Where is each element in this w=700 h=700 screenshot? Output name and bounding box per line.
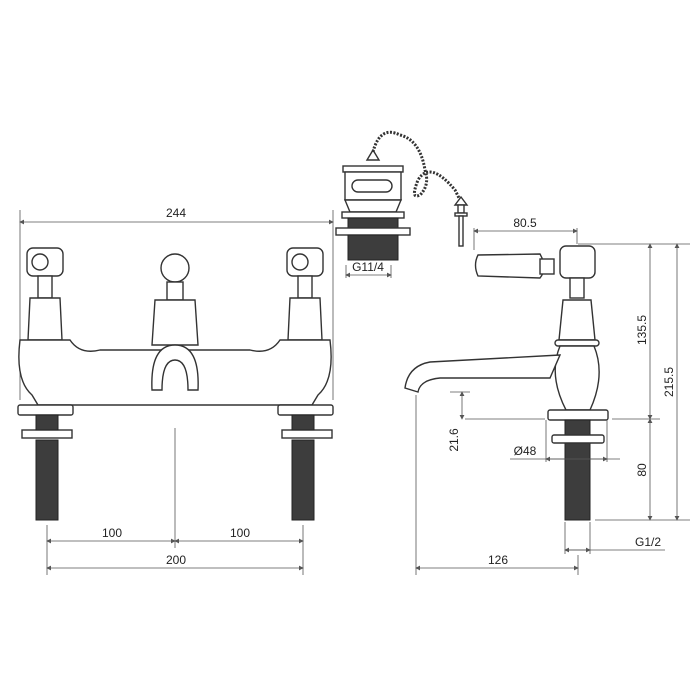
basin-tap: 80.5 135.5 215.5 80 21.6 Ø48 G1/2 bbox=[404, 216, 690, 575]
dim-height-above-deck: 135.5 bbox=[635, 315, 649, 345]
spout bbox=[404, 354, 562, 393]
dim-lever-reach: 80.5 bbox=[513, 216, 537, 230]
left-handle bbox=[26, 247, 64, 341]
dim-right-spacing: 100 bbox=[230, 526, 250, 540]
dim-spout-clearance: 21.6 bbox=[447, 428, 461, 452]
dim-base-diameter: Ø48 bbox=[514, 444, 537, 458]
bridge-body bbox=[18, 339, 332, 406]
dim-shank-thread: G1/2 bbox=[635, 535, 661, 549]
right-handle bbox=[286, 247, 324, 341]
chain bbox=[371, 130, 469, 247]
right-shank bbox=[277, 404, 334, 521]
waste-assembly: G11/4 bbox=[335, 148, 411, 278]
dim-waste-thread: G11/4 bbox=[352, 260, 384, 274]
centre-spout bbox=[151, 253, 199, 391]
dim-spout-reach: 126 bbox=[488, 553, 508, 567]
dim-left-spacing: 100 bbox=[102, 526, 122, 540]
dim-overall-width: 244 bbox=[166, 206, 186, 220]
dim-total-height: 215.5 bbox=[662, 367, 676, 397]
dim-shank-length: 80 bbox=[635, 463, 649, 477]
left-shank bbox=[17, 404, 74, 521]
lever-handle bbox=[474, 253, 545, 279]
dim-centres: 200 bbox=[166, 553, 186, 567]
bridge-mixer: 244 bbox=[17, 206, 334, 575]
